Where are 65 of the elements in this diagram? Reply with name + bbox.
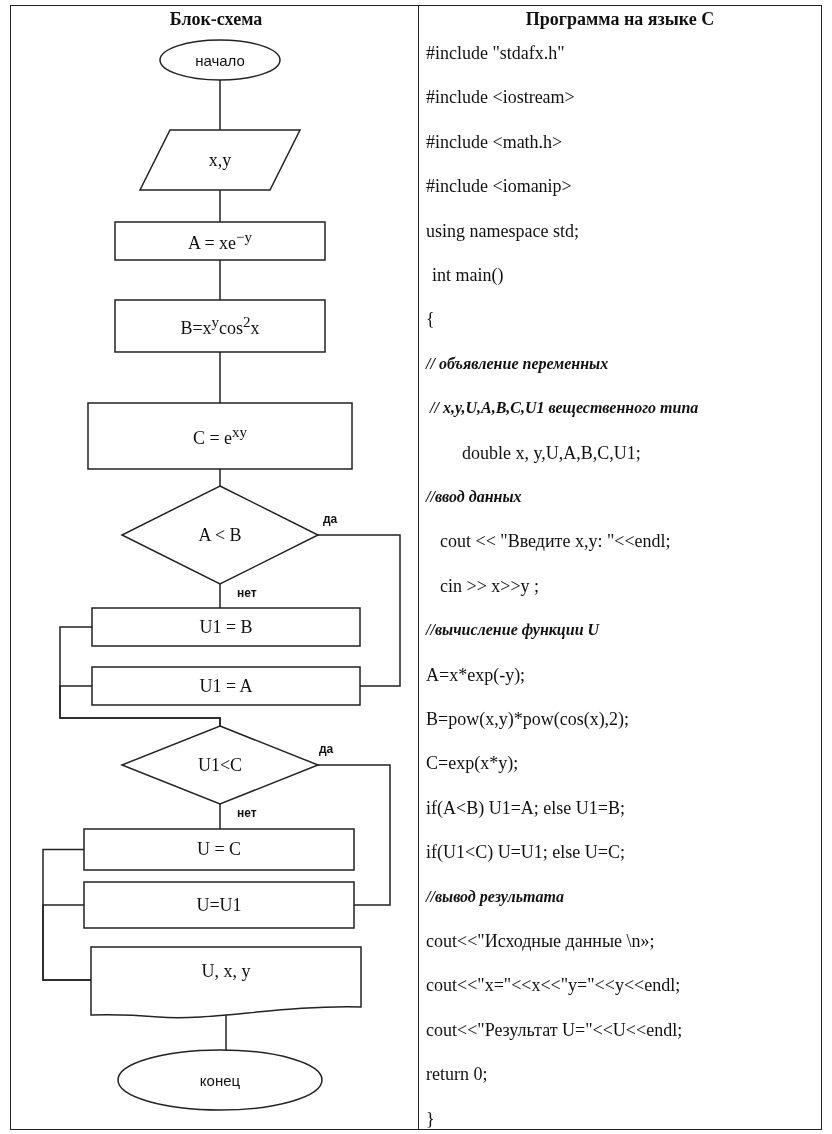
- terminator-ellipse: [118, 1050, 322, 1110]
- input-parallelogram: [140, 130, 300, 190]
- connector-line: [225, 1014, 227, 1051]
- process-box: [92, 608, 360, 646]
- code-line: cout<<"x="<<x<<"y="<<y<<endl;: [426, 974, 681, 997]
- process-box: [115, 222, 325, 260]
- code-comment: //вычисление функции U: [426, 620, 600, 641]
- connector-line: [219, 583, 221, 609]
- code-line: {: [426, 308, 435, 331]
- code-line: #include <iostream>: [426, 86, 575, 109]
- node-text: начало: [195, 51, 245, 69]
- code-line: cout<<"Результат U="<<U<<endl;: [426, 1018, 683, 1041]
- connector-line: [219, 803, 221, 830]
- code-comment: //вывод результата: [426, 886, 564, 908]
- code-line: return 0;: [426, 1063, 488, 1086]
- node-text: U = C: [196, 839, 242, 860]
- connector-line: [219, 468, 221, 487]
- connector-line: [42, 904, 92, 981]
- code-line: using namespace std;: [426, 219, 579, 242]
- code-line: double x, y,U,A,B,C,U1;: [462, 441, 641, 464]
- connector-line: [317, 534, 401, 687]
- connector-line: [219, 189, 221, 223]
- process-box: [88, 403, 352, 469]
- decision-diamond: [122, 486, 318, 584]
- condition-text: U1<C: [197, 754, 243, 776]
- node-text: x,y: [208, 149, 232, 171]
- connector-line: [59, 685, 221, 727]
- process-box: [115, 300, 325, 352]
- connector-line: [219, 351, 221, 404]
- code-line: cout << "Введите x,y: "<<endl;: [440, 530, 671, 553]
- code-line: A=x*exp(-y);: [426, 663, 526, 686]
- code-line: if(U1<C) U=U1; else U=C;: [426, 841, 625, 864]
- code-line: cout<<"Исходные данные \n»;: [426, 930, 655, 952]
- code-line: if(A<B) U1=A; else U1=B;: [426, 796, 625, 819]
- node-text: U, x, y: [201, 961, 251, 982]
- process-box: [84, 829, 354, 870]
- decision-diamond: [122, 726, 318, 804]
- code-line: B=pow(x,y)*pow(cos(x),2);: [426, 708, 630, 730]
- terminator-ellipse: [160, 40, 280, 80]
- node-text: конец: [199, 1071, 241, 1089]
- node-text: U=U1: [196, 894, 242, 916]
- code-comment: //ввод данных: [426, 487, 522, 507]
- node-text: U1 = B: [199, 616, 253, 638]
- connector-line: [219, 79, 221, 131]
- column-header: Блок-схема: [168, 8, 264, 30]
- code-line: #include <iomanip>: [426, 175, 572, 198]
- condition-text: A < B: [198, 524, 242, 546]
- node-text: A = xe$^{−y}$: [187, 228, 253, 254]
- connector-line: [219, 259, 221, 301]
- code-comment: // x,y,U,A,B,C,U1 вещественного типа: [430, 398, 699, 419]
- code-line: int main(): [432, 264, 504, 286]
- node-text: B=x$^{y}$cos$^{2}$x: [180, 313, 260, 339]
- code-line: #include <math.h>: [426, 130, 563, 153]
- process-box: [92, 667, 360, 705]
- code-line: C=exp(x*y);: [426, 752, 519, 775]
- process-box: [84, 882, 354, 928]
- connector-line: [317, 764, 391, 906]
- node-text: C = e$^{xy}$: [192, 423, 248, 449]
- code-comment: // объявление переменных: [426, 353, 609, 375]
- code-line: cin >> x>>y ;: [440, 574, 540, 597]
- code-line: }: [426, 1107, 435, 1130]
- code-line: #include "stdafx.h": [426, 42, 565, 64]
- node-text: U1 = A: [199, 675, 253, 697]
- output-document: [91, 947, 361, 1019]
- column-header: Программа на языке C: [524, 8, 716, 30]
